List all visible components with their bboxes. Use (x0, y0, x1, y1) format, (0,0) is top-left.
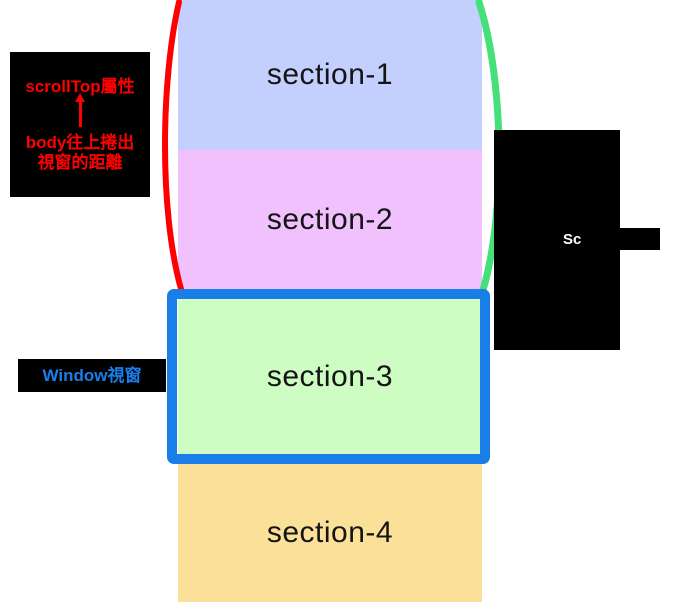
scroll-top-desc-line-1: body往上捲出 (25, 133, 135, 153)
section-3-label: section-3 (266, 359, 394, 393)
window-viewport-label: Window視窗 (42, 365, 142, 385)
section-4-label: section-4 (266, 515, 394, 549)
window-viewport-callout: Window視窗 (18, 359, 166, 392)
section-block-3: section-3 (178, 290, 482, 463)
section-2-label: section-2 (266, 203, 394, 236)
scroll-top-desc-line-2: 視窗的距離 (37, 152, 123, 172)
section-block-4: section-4 (178, 463, 482, 602)
scroll-top-callout: scrollTop屬性 body往上捲出 視窗的距離 (10, 52, 150, 197)
section-block-2: section-2 (178, 150, 482, 290)
arrow-up-icon (74, 93, 85, 128)
section-block-1: section-1 (178, 0, 482, 150)
scroll-height-callout: Sc (494, 130, 620, 350)
scroll-height-label: Sc (563, 230, 582, 248)
scroll-top-title: scrollTop屬性 (25, 77, 135, 97)
section-1-label: section-1 (266, 58, 394, 91)
